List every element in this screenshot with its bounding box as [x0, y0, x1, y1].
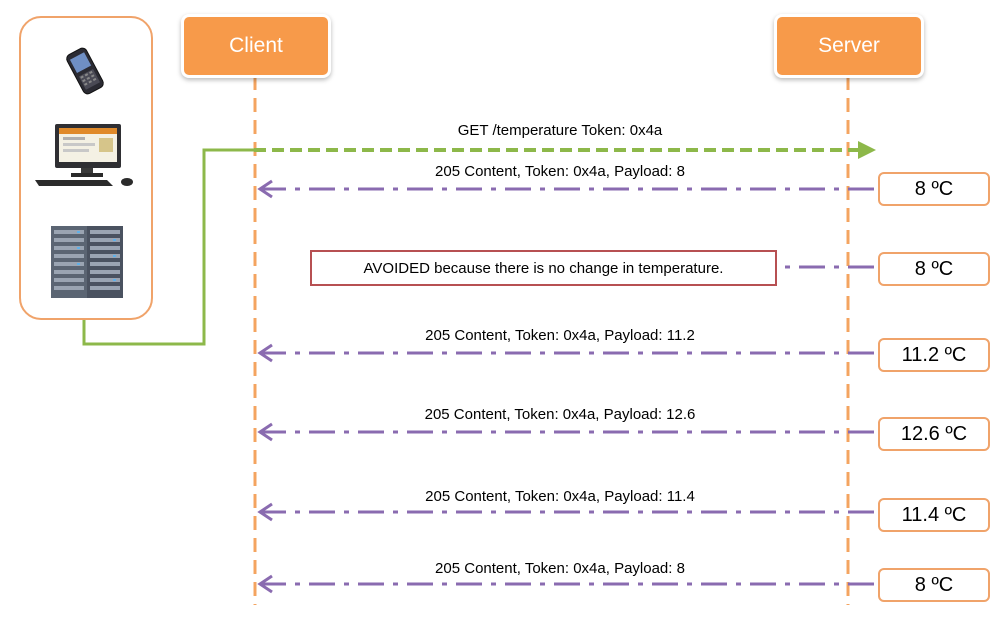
- temperature-value: 11.2 ºC: [878, 338, 990, 372]
- avoided-note: AVOIDED because there is no change in te…: [310, 250, 777, 286]
- client-actor-box: Client: [181, 14, 331, 78]
- temperature-value: 11.4 ºC: [878, 498, 990, 532]
- response-label: 205 Content, Token: 0x4a, Payload: 8: [435, 163, 685, 180]
- temperature-value: 8 ºC: [878, 172, 990, 206]
- response-arrow: [257, 502, 874, 522]
- temperature-value: 8 ºC: [878, 568, 990, 602]
- smartphone-icon: [66, 47, 104, 95]
- request-label: GET /temperature Token: 0x4a: [457, 122, 663, 139]
- response-arrow: [257, 574, 874, 594]
- temperature-value: 12.6 ºC: [878, 417, 990, 451]
- device-connector-line: [82, 148, 254, 346]
- response-arrow: [257, 343, 874, 363]
- response-label: 205 Content, Token: 0x4a, Payload: 11.2: [425, 327, 695, 344]
- temperature-value: 8 ºC: [878, 252, 990, 286]
- response-label: 205 Content, Token: 0x4a, Payload: 11.4: [425, 488, 695, 505]
- response-label: 205 Content, Token: 0x4a, Payload: 12.6: [424, 406, 696, 423]
- request-arrowhead: [858, 141, 876, 159]
- response-arrow: [257, 422, 874, 442]
- response-label: 205 Content, Token: 0x4a, Payload: 8: [435, 560, 685, 577]
- response-arrow: [257, 179, 874, 199]
- server-rack-icon: [51, 226, 123, 298]
- desktop-computer-icon: [35, 124, 133, 186]
- server-actor-box: Server: [774, 14, 924, 78]
- devices-panel: [19, 16, 153, 320]
